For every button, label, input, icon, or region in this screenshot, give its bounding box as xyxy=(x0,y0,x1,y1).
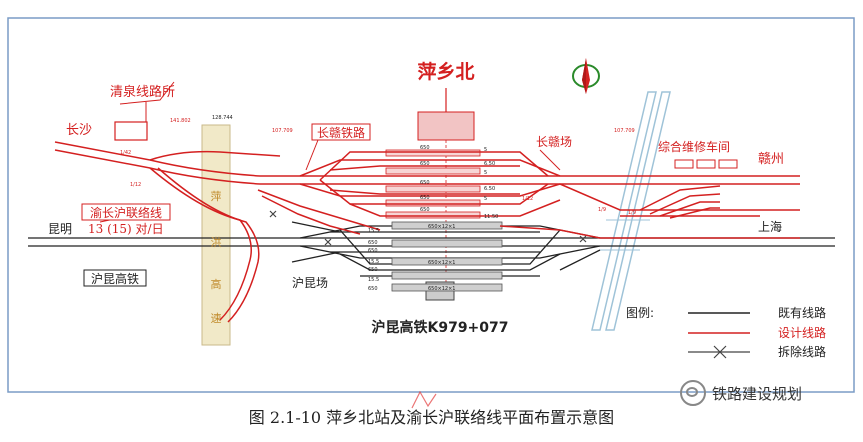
maintenance-box-3 xyxy=(718,159,738,169)
platform-bottom-2: 650 xyxy=(368,240,378,246)
platform-bottom-1: 15.5 xyxy=(368,228,379,234)
chainage-3: 107.709 xyxy=(272,128,293,134)
chainage-1: 141.802 xyxy=(170,118,191,124)
legend-existing-label: 既有线路 xyxy=(778,305,826,320)
expressway-char-3: 高 xyxy=(211,277,222,291)
expressway-char-2: 洪 xyxy=(211,235,222,249)
shanghai-label: 上海 xyxy=(758,219,782,234)
platform-bottom-6: 15.5 xyxy=(368,277,379,283)
platform-spec-3: 650×12×1 xyxy=(428,286,455,292)
platform-spec-1: 650×12×1 xyxy=(428,224,455,230)
wechat-icon xyxy=(680,380,706,406)
station-title: 萍乡北 xyxy=(417,60,474,83)
yuchang-label: 渝长沪联络线 xyxy=(90,205,162,220)
chainage-4: 107.709 xyxy=(614,128,635,134)
qingquan-label: 清泉线路所 xyxy=(110,84,175,100)
gradient-5: 1/9 xyxy=(628,210,636,216)
hukun-hsr-label: 沪昆高铁 xyxy=(91,271,139,286)
platform-bottom-7: 650 xyxy=(368,286,378,292)
source-watermark: 铁路建设规划 xyxy=(680,380,850,406)
yuchang-box xyxy=(81,203,171,221)
maintenance-label: 综合维修车间 xyxy=(658,139,730,154)
maintenance-box-2 xyxy=(696,159,716,169)
hukun-hsr-box xyxy=(83,269,147,287)
platform-spec-2: 650×12×1 xyxy=(428,260,455,266)
ganzhou-label: 赣州 xyxy=(758,152,784,167)
hsr-platforms xyxy=(391,221,503,292)
legend-title: 图例: xyxy=(626,306,654,320)
legend-dismantle-label: 拆除线路 xyxy=(778,344,826,359)
platform-top-2: 650 xyxy=(420,161,430,167)
platform-bottom-5: 650 xyxy=(368,267,378,273)
platform-bottom-3: 650 xyxy=(368,248,378,254)
platform-bottom-4: 15.5 xyxy=(368,259,379,265)
platform-top-1: 650 xyxy=(420,145,430,151)
legend-dismantle-cross xyxy=(713,345,727,359)
north-compass-icon xyxy=(572,58,600,94)
platform-top-6: 5 xyxy=(484,147,487,153)
maintenance-box-1 xyxy=(674,159,694,169)
watermark-text: 铁路建设规划 xyxy=(712,384,803,403)
platform-top-5: 650 xyxy=(420,207,430,213)
red-stamp-mark xyxy=(411,390,437,409)
platform-top-9: 6.50 xyxy=(484,186,495,192)
changgan-line-box xyxy=(311,123,371,141)
figure-caption: 图 2.1-10 萍乡北站及渝长沪联络线平面布置示意图 xyxy=(248,408,615,427)
platform-top-7: 6.50 xyxy=(484,161,495,167)
river-bands xyxy=(591,91,671,331)
platform-top-10: 5 xyxy=(484,196,487,202)
platform-top-4: 650 xyxy=(420,195,430,201)
platform-top-3: 650 xyxy=(420,180,430,186)
dismantle-marks xyxy=(269,210,587,246)
expressway-char-4: 速 xyxy=(211,312,222,325)
hsr-km-label: 沪昆高铁K979+077 xyxy=(371,319,508,336)
platform-top-8: 5 xyxy=(484,170,487,176)
station-building xyxy=(417,111,475,141)
changgan-yard-label: 长赣场 xyxy=(536,135,572,149)
chainage-2: 128.744 xyxy=(212,115,233,121)
trains-label: 13 (15) 对/日 xyxy=(88,222,164,236)
expressway-band xyxy=(201,124,231,346)
changgan-line-label: 长赣铁路 xyxy=(317,125,365,140)
kunming-label: 昆明 xyxy=(48,222,72,236)
gradient-4: 1/12 xyxy=(522,196,533,202)
designed-tracks xyxy=(54,141,800,323)
qingquan-box xyxy=(114,121,148,141)
changsha-label: 长沙 xyxy=(66,123,92,138)
gradient-3: 1/9 xyxy=(598,207,606,213)
gradient-1: 1/42 xyxy=(120,150,131,156)
platform-top-11: 11.50 xyxy=(484,214,498,220)
legend-designed-label: 设计线路 xyxy=(778,325,826,340)
expressway-char-1: 萍 xyxy=(211,190,222,203)
changgan-platforms xyxy=(385,149,481,219)
hukun-yard-label: 沪昆场 xyxy=(292,276,328,290)
gradient-2: 1/12 xyxy=(130,182,141,188)
